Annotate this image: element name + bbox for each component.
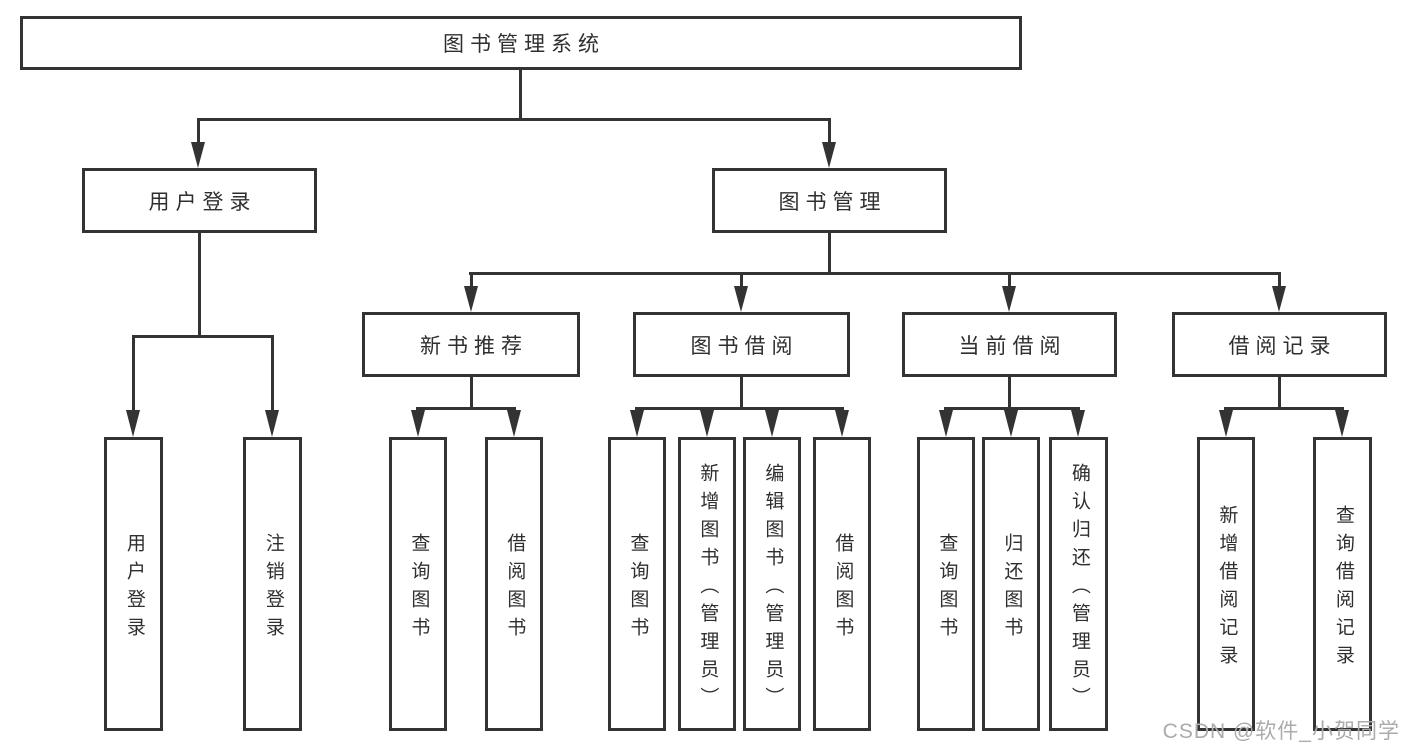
node-label: 当前借阅 — [958, 334, 1067, 358]
node-label: 图书管理系统 — [443, 33, 605, 56]
leaf-label: 查询图书 — [627, 532, 649, 645]
arrow-to-leaf — [765, 410, 779, 437]
arrow-to-leaf — [630, 410, 644, 437]
arrow-to-leaf — [265, 410, 279, 437]
connector-stub — [1278, 377, 1281, 409]
connector-drop — [470, 272, 473, 290]
connector-user-login-stub — [198, 233, 201, 335]
arrow-to-leaf — [411, 410, 425, 437]
connector-drop — [271, 335, 274, 411]
leaf-label: 新增借阅记录 — [1216, 504, 1238, 673]
connector-drop — [1008, 272, 1011, 290]
arrow-to-new-book-recommend — [464, 286, 478, 312]
node-label: 用户登录 — [148, 190, 257, 214]
arrow-to-leaf — [507, 410, 521, 437]
connector-drop — [132, 335, 135, 411]
connector-root-stub — [519, 70, 522, 119]
arrow-to-leaf — [126, 410, 140, 437]
node-new-book-recommend: 新书推荐 — [362, 312, 580, 377]
connector-rail — [416, 407, 516, 410]
leaf-label: 用户登录 — [123, 532, 145, 645]
leaf-nbr-borrow-books: 借阅图书 — [485, 437, 543, 731]
leaf-bb-edit-book-admin: 编辑图书（管理员） — [743, 437, 801, 731]
leaf-cb-query-books: 查询图书 — [917, 437, 975, 731]
node-label: 新书推荐 — [420, 334, 528, 358]
arrow-to-user-login — [191, 142, 205, 168]
leaf-cb-confirm-return-admin: 确认归还（管理员） — [1049, 437, 1108, 731]
connector-drop — [740, 272, 743, 290]
leaf-label: 注销登录 — [262, 532, 284, 645]
arrow-to-leaf — [939, 410, 953, 437]
connector-book-management-drop — [828, 118, 831, 146]
leaf-bb-borrow-books: 借阅图书 — [813, 437, 871, 731]
arrow-to-book-borrow — [734, 286, 748, 312]
leaf-label: 查询图书 — [936, 532, 958, 645]
connector-stub — [470, 377, 473, 409]
node-book-management: 图书管理 — [712, 168, 947, 233]
arrow-to-leaf — [1335, 410, 1349, 437]
arrow-to-leaf — [835, 410, 849, 437]
leaf-nbr-query-books: 查询图书 — [389, 437, 447, 731]
leaf-label: 归还图书 — [1001, 532, 1023, 645]
leaf-br-add-record: 新增借阅记录 — [1197, 437, 1255, 731]
leaf-label: 借阅图书 — [832, 532, 854, 645]
connector-rail — [1224, 407, 1344, 410]
node-book-borrow: 图书借阅 — [633, 312, 850, 377]
arrow-to-book-management — [822, 142, 836, 168]
node-label: 借阅记录 — [1228, 334, 1337, 358]
node-user-login: 用户登录 — [82, 168, 317, 233]
leaf-br-query-record: 查询借阅记录 — [1313, 437, 1372, 731]
node-current-borrow: 当前借阅 — [902, 312, 1117, 377]
node-label: 图书借阅 — [690, 334, 799, 358]
connector-stub — [740, 377, 743, 409]
connector-level2-rail — [197, 118, 831, 121]
connector-book-management-stub — [828, 233, 831, 272]
arrow-to-borrow-records — [1272, 286, 1286, 312]
leaf-user-login: 用户登录 — [104, 437, 163, 731]
node-library-system: 图书管理系统 — [20, 16, 1022, 70]
connector-level3-rail — [469, 272, 1281, 275]
leaf-logout: 注销登录 — [243, 437, 302, 731]
leaf-label: 借阅图书 — [504, 532, 526, 645]
arrow-to-leaf — [700, 410, 714, 437]
leaf-bb-add-book-admin: 新增图书（管理员） — [678, 437, 736, 731]
leaf-label: 确认归还（管理员） — [1068, 462, 1090, 715]
csdn-watermark: CSDN @软件_小贺同学 — [1162, 720, 1400, 743]
arrow-to-leaf — [1004, 410, 1018, 437]
leaf-label: 新增图书（管理员） — [697, 462, 719, 715]
leaf-label: 编辑图书（管理员） — [762, 462, 784, 715]
connector-drop — [1278, 272, 1281, 290]
node-label: 图书管理 — [778, 190, 887, 214]
connector-rail — [635, 407, 844, 410]
arrow-to-leaf — [1219, 410, 1233, 437]
leaf-cb-return-books: 归还图书 — [982, 437, 1040, 731]
leaf-label: 查询借阅记录 — [1332, 504, 1354, 673]
connector-user-login-rail — [132, 335, 274, 338]
arrow-to-current-borrow — [1002, 286, 1016, 312]
node-borrow-records: 借阅记录 — [1172, 312, 1387, 377]
connector-rail — [944, 407, 1080, 410]
connector-user-login-drop — [197, 118, 200, 146]
leaf-bb-query-books: 查询图书 — [608, 437, 666, 731]
connector-stub — [1008, 377, 1011, 409]
leaf-label: 查询图书 — [408, 532, 430, 645]
arrow-to-leaf — [1071, 410, 1085, 437]
